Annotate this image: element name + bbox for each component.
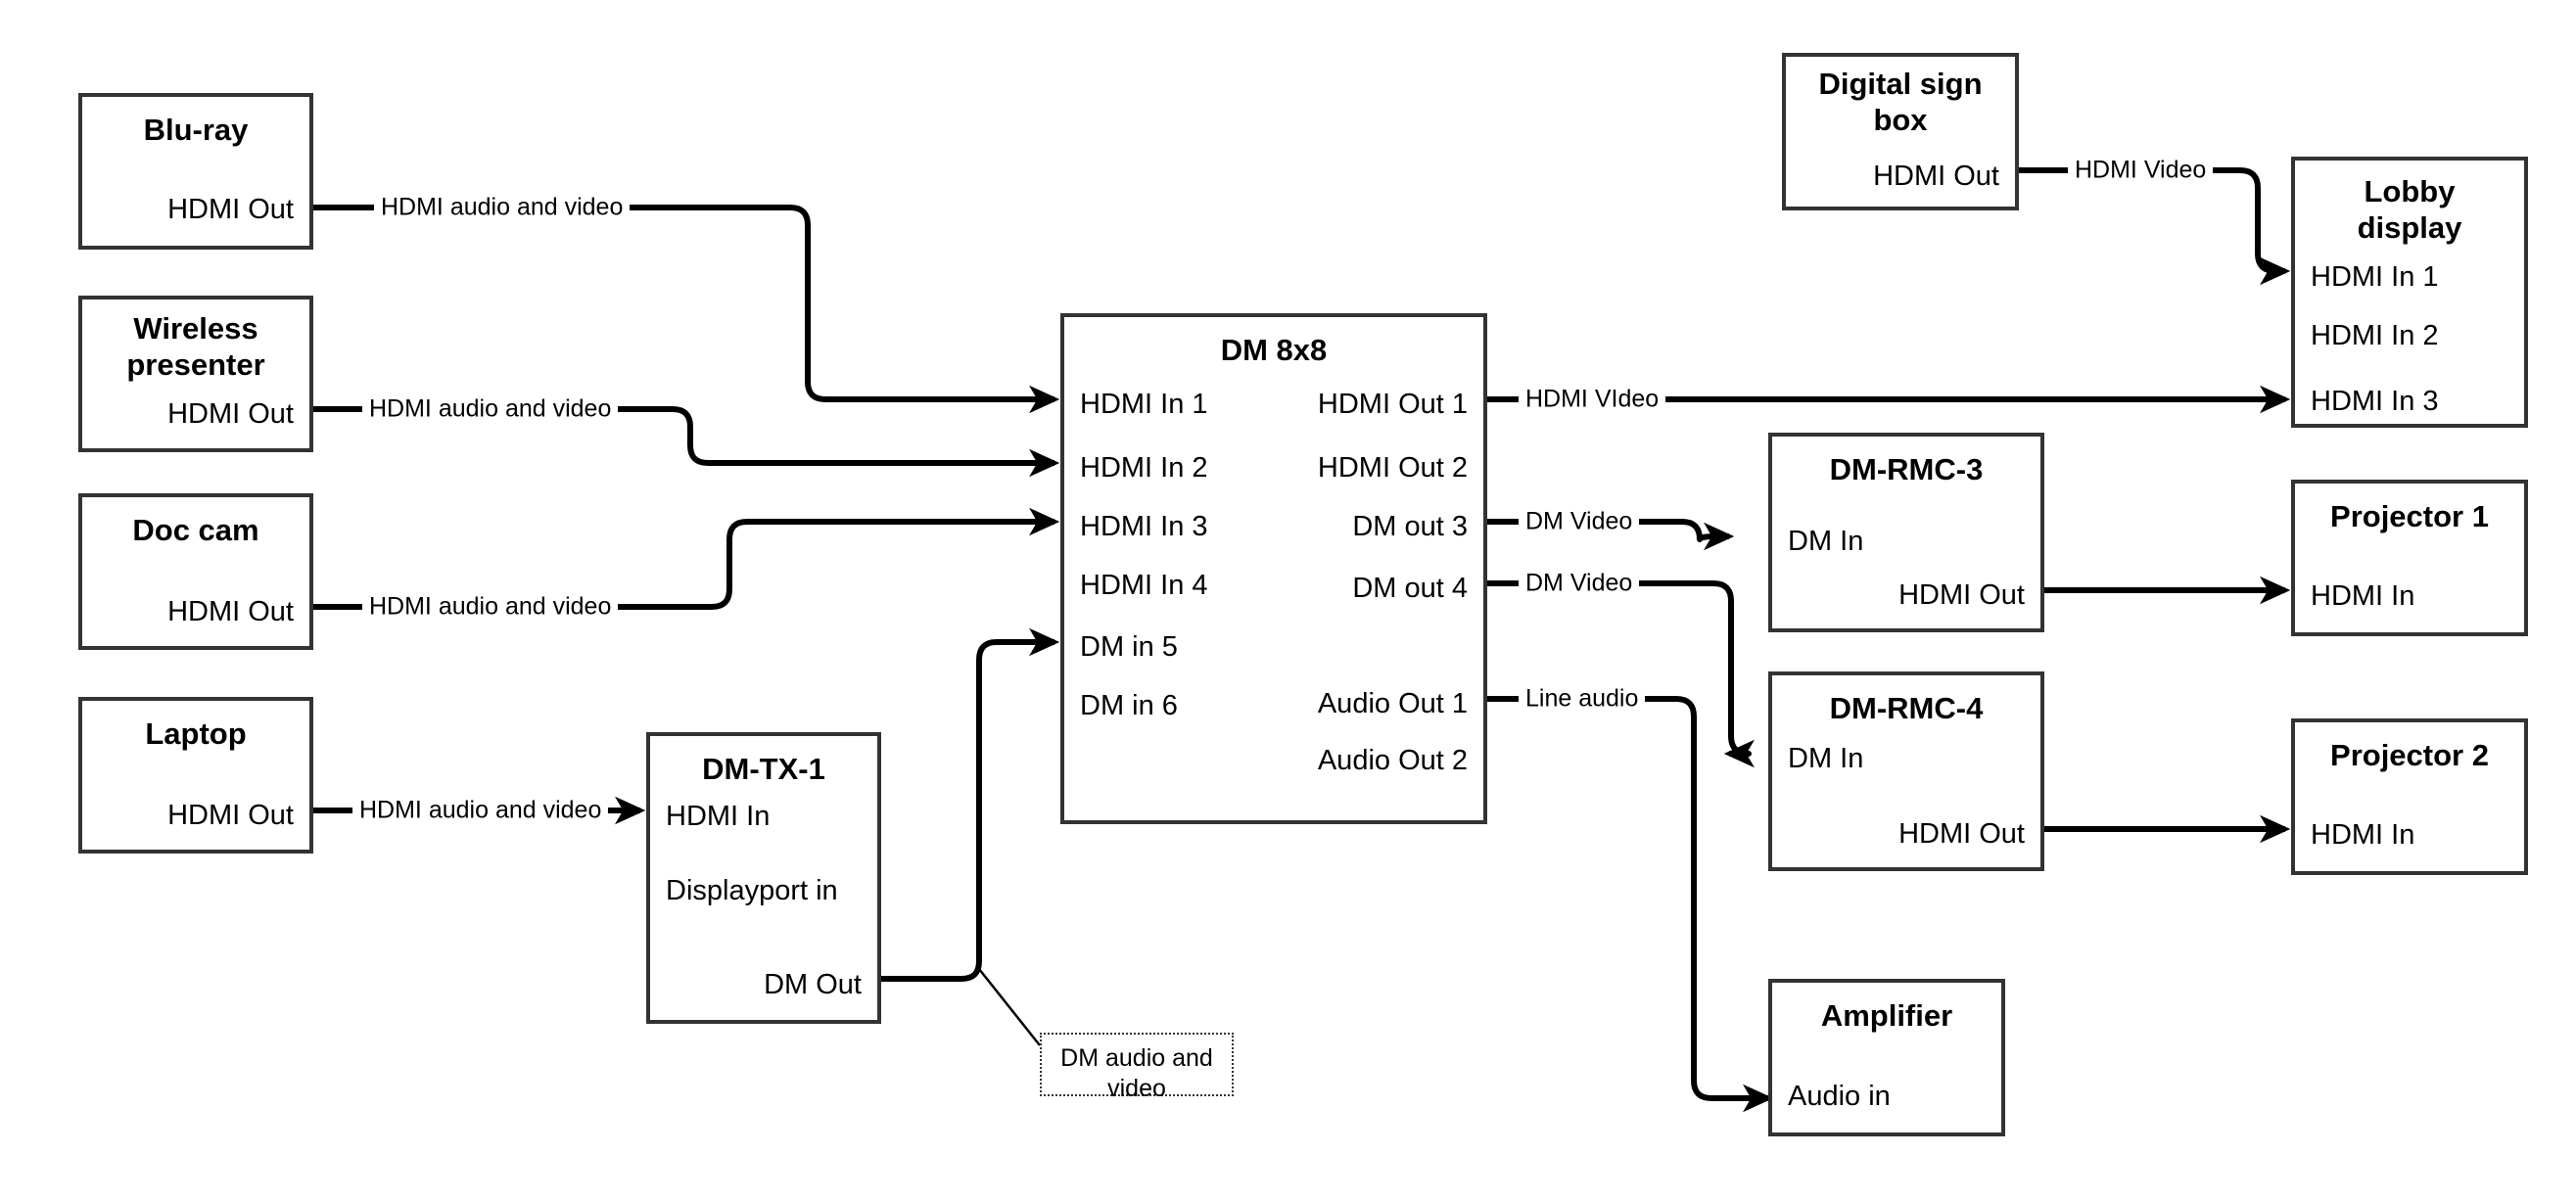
node-dm-rmc-4-port-dm-in: DM In	[1788, 743, 1864, 774]
edge-label-wireless-to-dm: HDMI audio and video	[362, 394, 619, 424]
wire-sign-to-lobby-in1	[2019, 167, 2291, 286]
node-dm-rmc-3-port-dm-in: DM In	[1788, 526, 1864, 557]
wire-tx-dmout-to-dm-in5	[881, 627, 1060, 982]
node-projector-2-port-hdmi-in: HDMI In	[2311, 819, 2415, 851]
wire-dm-audio1-to-amplifier	[1487, 696, 1774, 1113]
node-projector-1-title: Projector 1	[2330, 499, 2489, 533]
node-dm-8x8-output-audio-out-2: Audio Out 2	[1317, 745, 1468, 776]
node-dm-8x8-input-hdmi-in-1: HDMI In 1	[1080, 389, 1208, 420]
node-dm-rmc-3[interactable]: DM-RMC-3 DM In HDMI Out	[1768, 433, 2044, 632]
edge-label-dm-out3-to-rmc3: DM Video	[1519, 507, 1640, 536]
edge-label-laptop-to-tx: HDMI audio and video	[352, 796, 609, 825]
node-dm-8x8-output-hdmi-out-1: HDMI Out 1	[1317, 389, 1468, 420]
node-bluray-title: Blu-ray	[143, 113, 249, 147]
node-digital-sign-box-title: Digital sign box	[1818, 67, 1983, 137]
node-doc-cam[interactable]: Doc cam HDMI Out	[78, 493, 313, 650]
node-amplifier-title: Amplifier	[1820, 998, 1953, 1033]
node-amplifier[interactable]: Amplifier Audio in	[1768, 979, 2005, 1136]
node-dm-rmc-3-title: DM-RMC-3	[1829, 452, 1984, 486]
node-laptop-port-hdmi-out: HDMI Out	[167, 800, 294, 831]
node-dm-8x8-input-hdmi-in-2: HDMI In 2	[1080, 452, 1208, 484]
edge-label-bluray-to-dm: HDMI audio and video	[374, 193, 631, 222]
node-lobby-display-input-hdmi-in-2: HDMI In 2	[2311, 320, 2439, 351]
node-dm-tx-1-port-dm-out: DM Out	[764, 969, 862, 1000]
node-projector-2-title: Projector 2	[2330, 738, 2489, 772]
node-dm-8x8-input-dm-in-5: DM in 5	[1080, 631, 1178, 663]
edge-label-dm-out1-to-lobby: HDMI VIdeo	[1519, 385, 1666, 414]
node-wireless-presenter[interactable]: Wireless presenter HDMI Out	[78, 296, 313, 452]
node-dm-tx-1-title: DM-TX-1	[702, 752, 825, 786]
node-dm-rmc-3-port-hdmi-out: HDMI Out	[1898, 579, 2025, 611]
node-projector-2[interactable]: Projector 2 HDMI In	[2291, 718, 2528, 875]
node-bluray-port-hdmi-out: HDMI Out	[167, 194, 294, 225]
node-lobby-display-input-hdmi-in-3: HDMI In 3	[2311, 386, 2439, 417]
node-dm-8x8-input-hdmi-in-4: HDMI In 4	[1080, 570, 1208, 601]
node-digital-sign-box[interactable]: Digital sign box HDMI Out	[1782, 53, 2019, 210]
edge-label-sign-to-lobby: HDMI Video	[2068, 156, 2214, 185]
node-dm-8x8-output-hdmi-out-2: HDMI Out 2	[1317, 452, 1468, 484]
node-doc-cam-port-hdmi-out: HDMI Out	[167, 596, 294, 627]
node-lobby-display-input-hdmi-in-1: HDMI In 1	[2311, 261, 2439, 293]
callout-dm-link: DM audio and video	[1040, 1033, 1234, 1102]
node-laptop-title: Laptop	[145, 716, 247, 751]
node-dm-8x8-output-dm-out-3: DM out 3	[1352, 511, 1468, 542]
node-lobby-display-title: Lobby display	[2357, 174, 2462, 245]
node-projector-1[interactable]: Projector 1 HDMI In	[2291, 480, 2528, 636]
node-dm-tx-1-port-displayport-in: Displayport in	[666, 875, 838, 906]
node-wireless-presenter-port-hdmi-out: HDMI Out	[167, 398, 294, 430]
node-dm-tx-1[interactable]: DM-TX-1 HDMI In Displayport in DM Out	[646, 732, 881, 1024]
node-dm-8x8-input-hdmi-in-3: HDMI In 3	[1080, 511, 1208, 542]
node-dm-8x8-title: DM 8x8	[1220, 333, 1328, 367]
edge-label-doccam-to-dm: HDMI audio and video	[362, 592, 619, 622]
callout-leader-line	[978, 968, 1041, 1046]
node-digital-sign-box-port-hdmi-out: HDMI Out	[1873, 161, 1999, 192]
node-laptop[interactable]: Laptop HDMI Out	[78, 697, 313, 854]
node-doc-cam-title: Doc cam	[132, 513, 259, 547]
node-dm-8x8-output-audio-out-1: Audio Out 1	[1317, 688, 1468, 719]
node-dm-rmc-4-port-hdmi-out: HDMI Out	[1898, 818, 2025, 850]
node-projector-1-port-hdmi-in: HDMI In	[2311, 580, 2415, 612]
edge-label-dm-audio1-to-amplifier: Line audio	[1519, 684, 1646, 714]
node-bluray[interactable]: Blu-ray HDMI Out	[78, 93, 313, 250]
node-wireless-presenter-title: Wireless presenter	[126, 311, 265, 382]
node-dm-8x8[interactable]: DM 8x8 HDMI In 1 HDMI In 2 HDMI In 3 HDM…	[1060, 313, 1487, 824]
edge-label-dm-out4-to-rmc4: DM Video	[1519, 569, 1640, 598]
wire-bluray-to-dm-in1	[313, 205, 1060, 414]
node-dm-rmc-4-title: DM-RMC-4	[1829, 691, 1984, 725]
node-lobby-display[interactable]: Lobby display HDMI In 1 HDMI In 2 HDMI I…	[2291, 157, 2528, 428]
node-amplifier-port-audio-in: Audio in	[1788, 1081, 1891, 1112]
node-dm-8x8-output-dm-out-4: DM out 4	[1352, 573, 1468, 604]
node-dm-tx-1-port-hdmi-in: HDMI In	[666, 801, 771, 832]
wire-dm-out4-to-rmc4	[1487, 580, 1755, 768]
node-dm-8x8-input-dm-in-6: DM in 6	[1080, 690, 1178, 721]
node-dm-rmc-4[interactable]: DM-RMC-4 DM In HDMI Out	[1768, 671, 2044, 871]
